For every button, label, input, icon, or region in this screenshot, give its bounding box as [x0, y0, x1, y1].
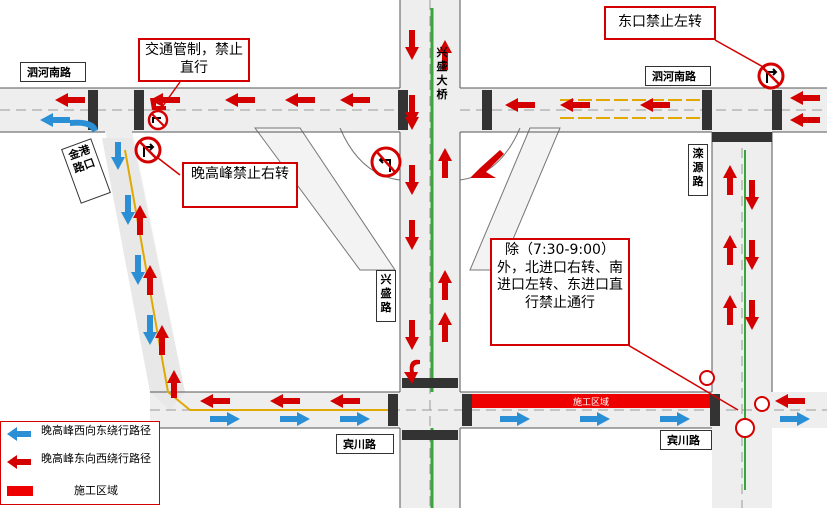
callout-east-no-left: 东口禁止左转 [604, 6, 716, 40]
red-arrows [55, 30, 820, 408]
road-label-zaoyuan: 滦源路 [688, 144, 708, 196]
callout-except-rule: 除（7:30-9:00）外，北进口右转、南进口左转、东进口直行禁止通行 [490, 238, 630, 346]
callout-no-straight: 交通管制，禁止直行 [138, 38, 250, 82]
road-label-binchuan-west: 宾川路 [336, 434, 394, 454]
sign-east-no-left [757, 62, 785, 90]
blue-arrows [40, 113, 810, 426]
legend-red-arrow-icon [7, 455, 31, 469]
road-label-sihe-east: 泗河南路 [645, 66, 711, 86]
construction-zone [472, 394, 710, 408]
legend-construction: 施工区域 [74, 484, 118, 497]
legend-blue-arrow-icon [7, 427, 31, 441]
legend-blue-route: 晚高峰西向东绕行路径 [41, 424, 151, 437]
sign-no-straight [147, 109, 169, 131]
ramp-turn-arrow [470, 150, 504, 178]
callout-no-right-evening: 晚高峰禁止右转 [182, 162, 298, 208]
legend-red-route: 晚高峰东向西绕行路径 [41, 452, 151, 465]
sign-no-right-turn [134, 136, 162, 164]
road-label-xingsheng-bridge: 兴盛大桥 [436, 46, 448, 101]
construction-zone-label: 施工区域 [573, 396, 609, 408]
sign-south-no-left [699, 370, 770, 438]
legend-construction-swatch [7, 486, 33, 496]
road-label-binchuan-east: 宾川路 [660, 430, 712, 450]
legend: 晚高峰西向东绕行路径 晚高峰东向西绕行路径 施工区域 [0, 421, 160, 505]
detour-yellow-line [124, 149, 390, 411]
sign-no-left-turn-bridge [370, 146, 402, 178]
road-label-xingsheng-road: 兴盛路 [376, 270, 396, 322]
road-label-sihe-west: 泗河南路 [20, 62, 86, 82]
crosswalks [88, 90, 782, 440]
